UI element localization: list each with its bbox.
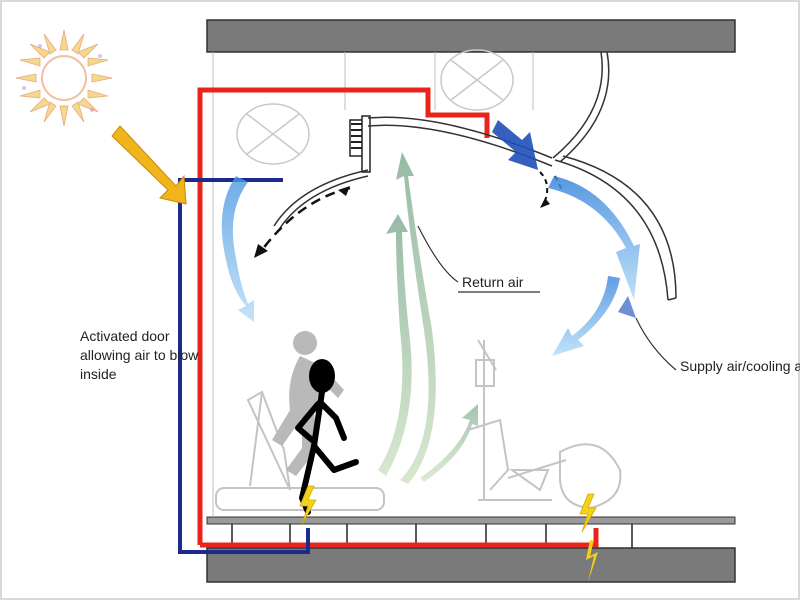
arrowhead-left — [254, 244, 268, 258]
supply-air-arrows — [221, 120, 640, 356]
activated-door-panel — [273, 169, 369, 229]
lightning-icon — [299, 485, 597, 533]
lightning-ground-icon — [586, 540, 598, 582]
sun-icon — [15, 29, 113, 127]
sun-ray-arrow — [111, 125, 187, 205]
ceiling-diffuser — [349, 115, 371, 173]
runner-shadow-icon — [272, 331, 344, 476]
ceiling-fan-right — [440, 49, 514, 111]
arrowhead-right — [540, 198, 550, 208]
hot-air-duct — [197, 87, 599, 548]
return-air-arrows — [378, 152, 478, 484]
return-air-label: Return air — [462, 274, 524, 290]
return-air-path-left — [261, 186, 351, 251]
elliptical-trainer-icon — [467, 339, 552, 501]
runner-icon — [295, 359, 359, 515]
treadmill-icon — [215, 390, 385, 511]
activated-door-label: Activated door allowing air to blow insi… — [80, 328, 199, 382]
exercise-bike-icon — [507, 443, 622, 510]
interior-wall — [212, 52, 534, 517]
supply-air-label: Supply air/cooling air — [680, 358, 800, 374]
ceiling-fan-left — [236, 103, 310, 165]
cold-air-duct — [178, 178, 310, 554]
floor-slab — [206, 516, 736, 583]
roof-slab — [206, 19, 736, 53]
label-leaders — [417, 225, 677, 371]
arrowhead-left-2 — [338, 186, 350, 196]
